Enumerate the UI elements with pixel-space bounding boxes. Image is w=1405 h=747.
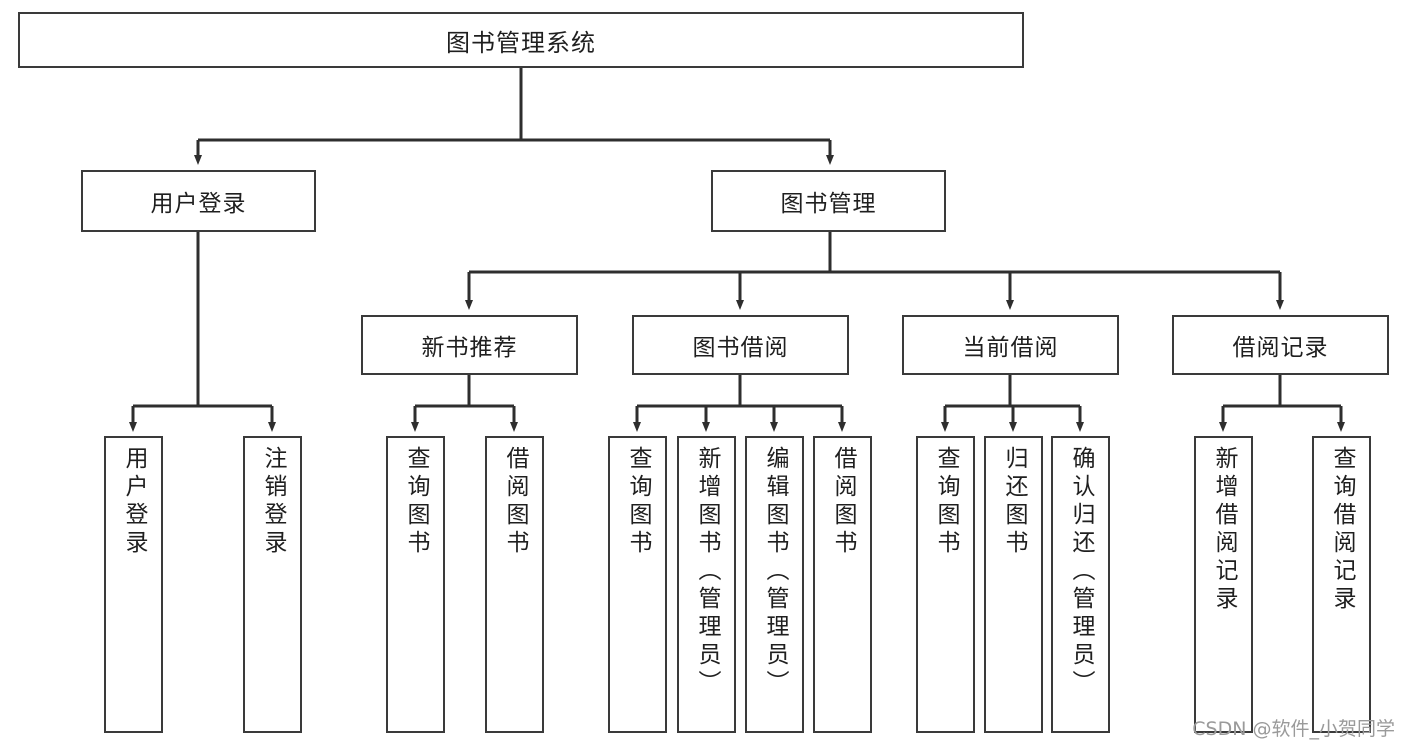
- leaf-add-borrow-record[interactable]: 新增借阅记录: [1194, 436, 1253, 733]
- node-borrow-record[interactable]: 借阅记录: [1172, 315, 1389, 375]
- node-root-label: 图书管理系统: [446, 28, 596, 57]
- leaf-edit-book-admin-label: 编辑图书（管理员）: [762, 446, 788, 698]
- leaf-borrow-book-recommend-label: 借阅图书: [502, 446, 528, 558]
- node-current-borrow-label: 当前借阅: [962, 335, 1059, 361]
- leaf-borrow-book-label: 借阅图书: [830, 446, 856, 558]
- leaf-user-logout[interactable]: 注销登录: [243, 436, 302, 733]
- leaf-query-borrow-record[interactable]: 查询借阅记录: [1312, 436, 1371, 733]
- leaf-query-book-recommend-label: 查询图书: [403, 446, 429, 558]
- node-user-login[interactable]: 用户登录: [81, 170, 316, 232]
- leaf-edit-book-admin[interactable]: 编辑图书（管理员）: [745, 436, 804, 733]
- node-borrow-record-label: 借阅记录: [1232, 335, 1329, 361]
- leaf-confirm-return-admin-label: 确认归还（管理员）: [1068, 446, 1094, 698]
- leaf-return-book-label: 归还图书: [1001, 446, 1027, 558]
- leaf-add-book-admin-label: 新增图书（管理员）: [694, 446, 720, 698]
- node-root[interactable]: 图书管理系统: [18, 12, 1024, 68]
- leaf-query-book-borrow-label: 查询图书: [625, 446, 651, 558]
- leaf-add-borrow-record-label: 新增借阅记录: [1211, 446, 1237, 614]
- leaf-query-book-recommend[interactable]: 查询图书: [386, 436, 445, 733]
- leaf-confirm-return-admin[interactable]: 确认归还（管理员）: [1051, 436, 1110, 733]
- leaf-borrow-book[interactable]: 借阅图书: [813, 436, 872, 733]
- leaf-user-login-label: 用户登录: [121, 446, 147, 558]
- leaf-query-book-borrow[interactable]: 查询图书: [608, 436, 667, 733]
- leaf-query-borrow-record-label: 查询借阅记录: [1329, 446, 1355, 614]
- node-user-login-label: 用户登录: [150, 191, 247, 217]
- node-new-book-recommend-label: 新书推荐: [421, 335, 518, 361]
- node-book-management[interactable]: 图书管理: [711, 170, 946, 232]
- leaf-borrow-book-recommend[interactable]: 借阅图书: [485, 436, 544, 733]
- node-new-book-recommend[interactable]: 新书推荐: [361, 315, 578, 375]
- node-book-management-label: 图书管理: [780, 191, 877, 217]
- node-book-borrow[interactable]: 图书借阅: [632, 315, 849, 375]
- leaf-query-book-current[interactable]: 查询图书: [916, 436, 975, 733]
- leaf-add-book-admin[interactable]: 新增图书（管理员）: [677, 436, 736, 733]
- leaf-return-book[interactable]: 归还图书: [984, 436, 1043, 733]
- leaf-query-book-current-label: 查询图书: [933, 446, 959, 558]
- node-book-borrow-label: 图书借阅: [692, 335, 789, 361]
- leaf-user-login[interactable]: 用户登录: [104, 436, 163, 733]
- node-current-borrow[interactable]: 当前借阅: [902, 315, 1119, 375]
- leaf-user-logout-label: 注销登录: [260, 446, 286, 558]
